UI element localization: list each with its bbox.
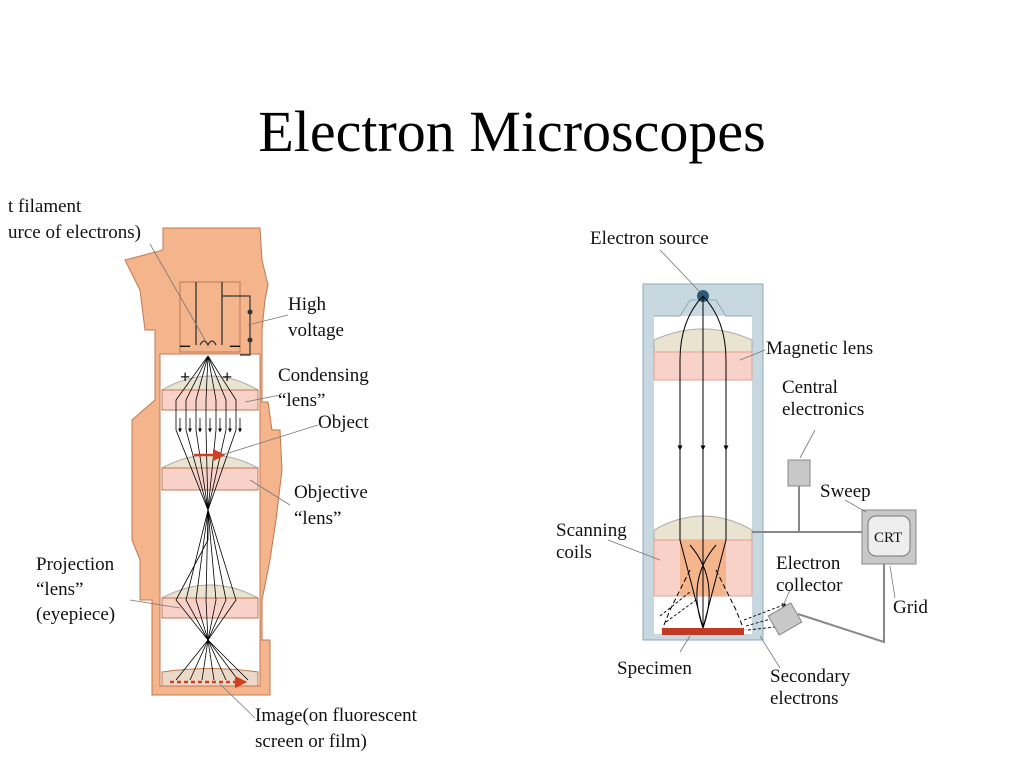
sem-dashed-beams <box>661 569 745 631</box>
filament-label: t filament <box>8 196 82 217</box>
filament-label: urce of electrons) <box>8 222 141 243</box>
central-electronics-box <box>787 459 811 487</box>
high-voltage-label: voltage <box>288 320 344 341</box>
plus-sign: + <box>180 367 190 387</box>
objective-lens-label: Objective <box>294 482 368 503</box>
object-label: Object <box>318 412 369 433</box>
projection-lens-label: Projection <box>36 554 115 575</box>
scanning-coils-label: coils <box>556 542 592 563</box>
central-electronics-label: Central <box>782 377 838 398</box>
sweep-label: Sweep <box>820 481 871 502</box>
minus-sign: – <box>229 334 241 356</box>
terminal-dot <box>247 337 253 343</box>
projection-lens-label: “lens” <box>36 579 83 600</box>
filament-coil <box>199 340 217 347</box>
filament-wire <box>195 282 223 345</box>
specimen <box>662 628 744 635</box>
plus-sign: + <box>222 367 232 387</box>
condenser-arrows <box>178 418 242 433</box>
projection-lens-label: (eyepiece) <box>36 604 115 625</box>
electron-collector-label: collector <box>776 575 843 596</box>
crt-label: CRT <box>874 530 902 546</box>
terminal-dot <box>247 309 253 315</box>
condensing-lens-label: “lens” <box>278 390 325 411</box>
fluorescent-screen <box>161 668 259 687</box>
crt-screen <box>867 515 911 557</box>
condensing-lens-label: Condensing <box>278 365 369 386</box>
specimen-label: Specimen <box>617 658 692 679</box>
electron-collector <box>767 602 803 636</box>
high-voltage-wire <box>222 295 251 356</box>
minus-sign: – <box>179 334 191 356</box>
electron-source-label: Electron source <box>590 228 709 249</box>
tem-leader-lines <box>129 243 319 719</box>
image-label: screen or film) <box>255 731 367 752</box>
tem-diagram: – – + + <box>8 196 418 752</box>
grid-label: Grid <box>893 597 928 618</box>
sem-diagram: CRT Electron source Magnetic lens Centra… <box>556 228 928 709</box>
objective-lens-label: “lens” <box>294 508 341 529</box>
image-label: Image(on fluorescent <box>255 705 418 726</box>
sem-beams <box>677 295 729 629</box>
tem-gun-chamber <box>179 281 241 353</box>
electron-collector-label: Electron <box>776 553 841 574</box>
central-electronics-label: electronics <box>782 399 864 420</box>
secondary-electrons-label: Secondary <box>770 666 851 687</box>
high-voltage-label: High <box>288 294 327 315</box>
slide-title: Electron Microscopes <box>258 99 766 164</box>
scanning-coils-label: Scanning <box>556 520 627 541</box>
sem-wires <box>752 486 885 644</box>
secondary-electrons-label: electrons <box>770 688 839 709</box>
sem-leader-lines <box>607 249 896 669</box>
electron-rays <box>175 355 249 681</box>
magnetic-lens-label: Magnetic lens <box>766 338 873 359</box>
objective-lens <box>161 454 259 491</box>
